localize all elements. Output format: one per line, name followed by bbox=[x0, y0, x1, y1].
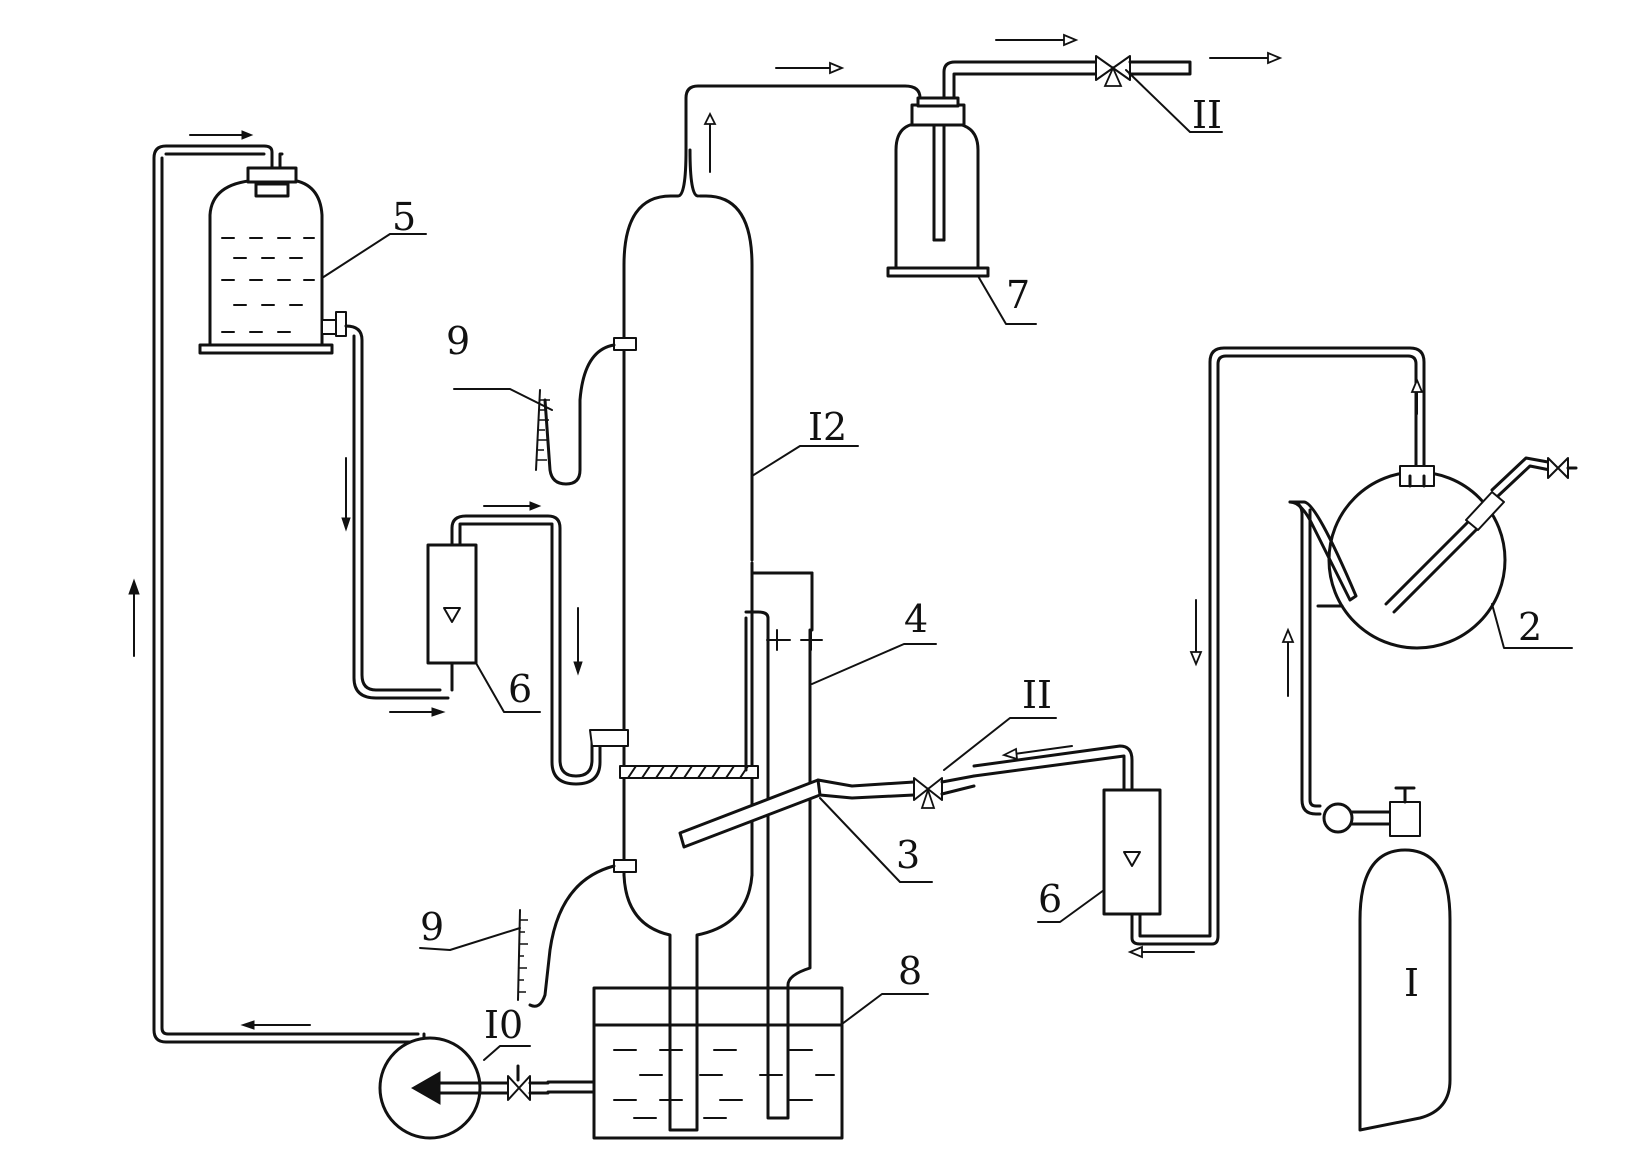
label-11-mid: II bbox=[1022, 673, 1052, 717]
water-bath bbox=[546, 986, 844, 1140]
label-1: I bbox=[1404, 961, 1419, 1005]
valve-mid bbox=[913, 774, 976, 809]
label-3: 3 bbox=[896, 833, 920, 877]
leader-lines bbox=[321, 69, 1573, 1061]
gas-cylinder bbox=[1322, 786, 1452, 1132]
flowmeter-right bbox=[972, 346, 1426, 946]
manometer-upper bbox=[535, 337, 637, 486]
pump bbox=[378, 1032, 550, 1140]
label-5: 5 bbox=[392, 195, 416, 239]
flow-arrows bbox=[128, 33, 1424, 1030]
label-7: 7 bbox=[1006, 273, 1030, 317]
label-9-upper: 9 bbox=[446, 319, 470, 363]
manometer-lower bbox=[517, 859, 637, 1008]
label-10: I0 bbox=[484, 1003, 523, 1047]
feed-line bbox=[344, 324, 450, 700]
label-8: 8 bbox=[898, 949, 922, 993]
label-6-left: 6 bbox=[508, 667, 532, 711]
sparger-tube bbox=[678, 778, 916, 849]
trap-bottle bbox=[886, 60, 1102, 278]
feed-bottle bbox=[152, 144, 420, 1044]
label-6-right: 6 bbox=[1038, 877, 1062, 921]
label-11-top: II bbox=[1192, 93, 1222, 137]
flowmeter-left bbox=[426, 514, 629, 786]
label-4: 4 bbox=[904, 597, 928, 641]
label-9-lower: 9 bbox=[420, 905, 444, 949]
labels: 5 7 II I2 9 6 4 II 3 9 8 I0 6 2 I bbox=[392, 93, 1542, 1047]
label-12: I2 bbox=[808, 405, 847, 449]
overflow-column bbox=[744, 610, 823, 1120]
perforated-plate bbox=[619, 765, 759, 779]
reactor-column bbox=[622, 84, 922, 1132]
valve-top bbox=[1095, 55, 1192, 87]
round-flask bbox=[1288, 456, 1578, 816]
label-2: 2 bbox=[1518, 605, 1542, 649]
